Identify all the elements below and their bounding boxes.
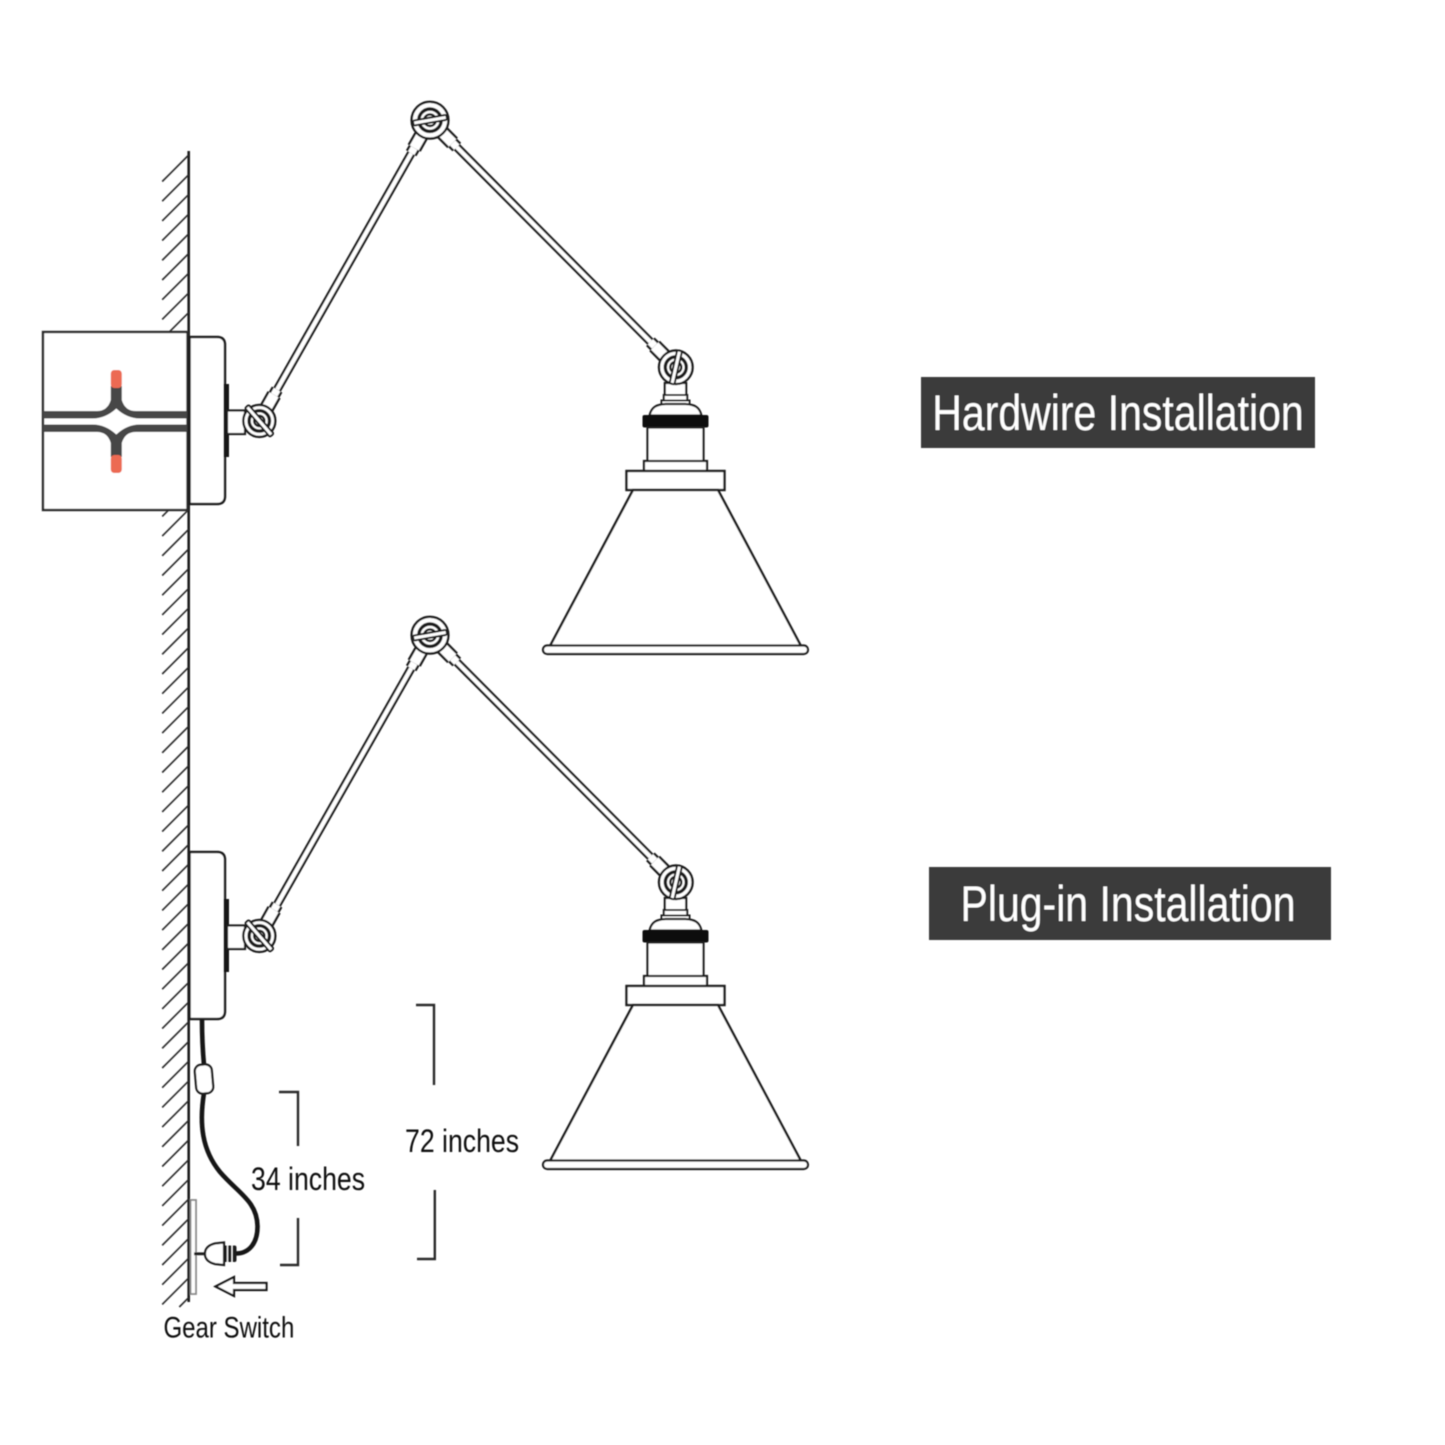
svg-text:72 inches: 72 inches: [405, 1124, 519, 1160]
svg-text:Gear Switch: Gear Switch: [164, 1311, 295, 1344]
svg-text:Plug-in Installation: Plug-in Installation: [960, 876, 1295, 932]
svg-text:34 inches: 34 inches: [251, 1162, 365, 1198]
svg-text:Hardwire Installation: Hardwire Installation: [932, 385, 1303, 441]
